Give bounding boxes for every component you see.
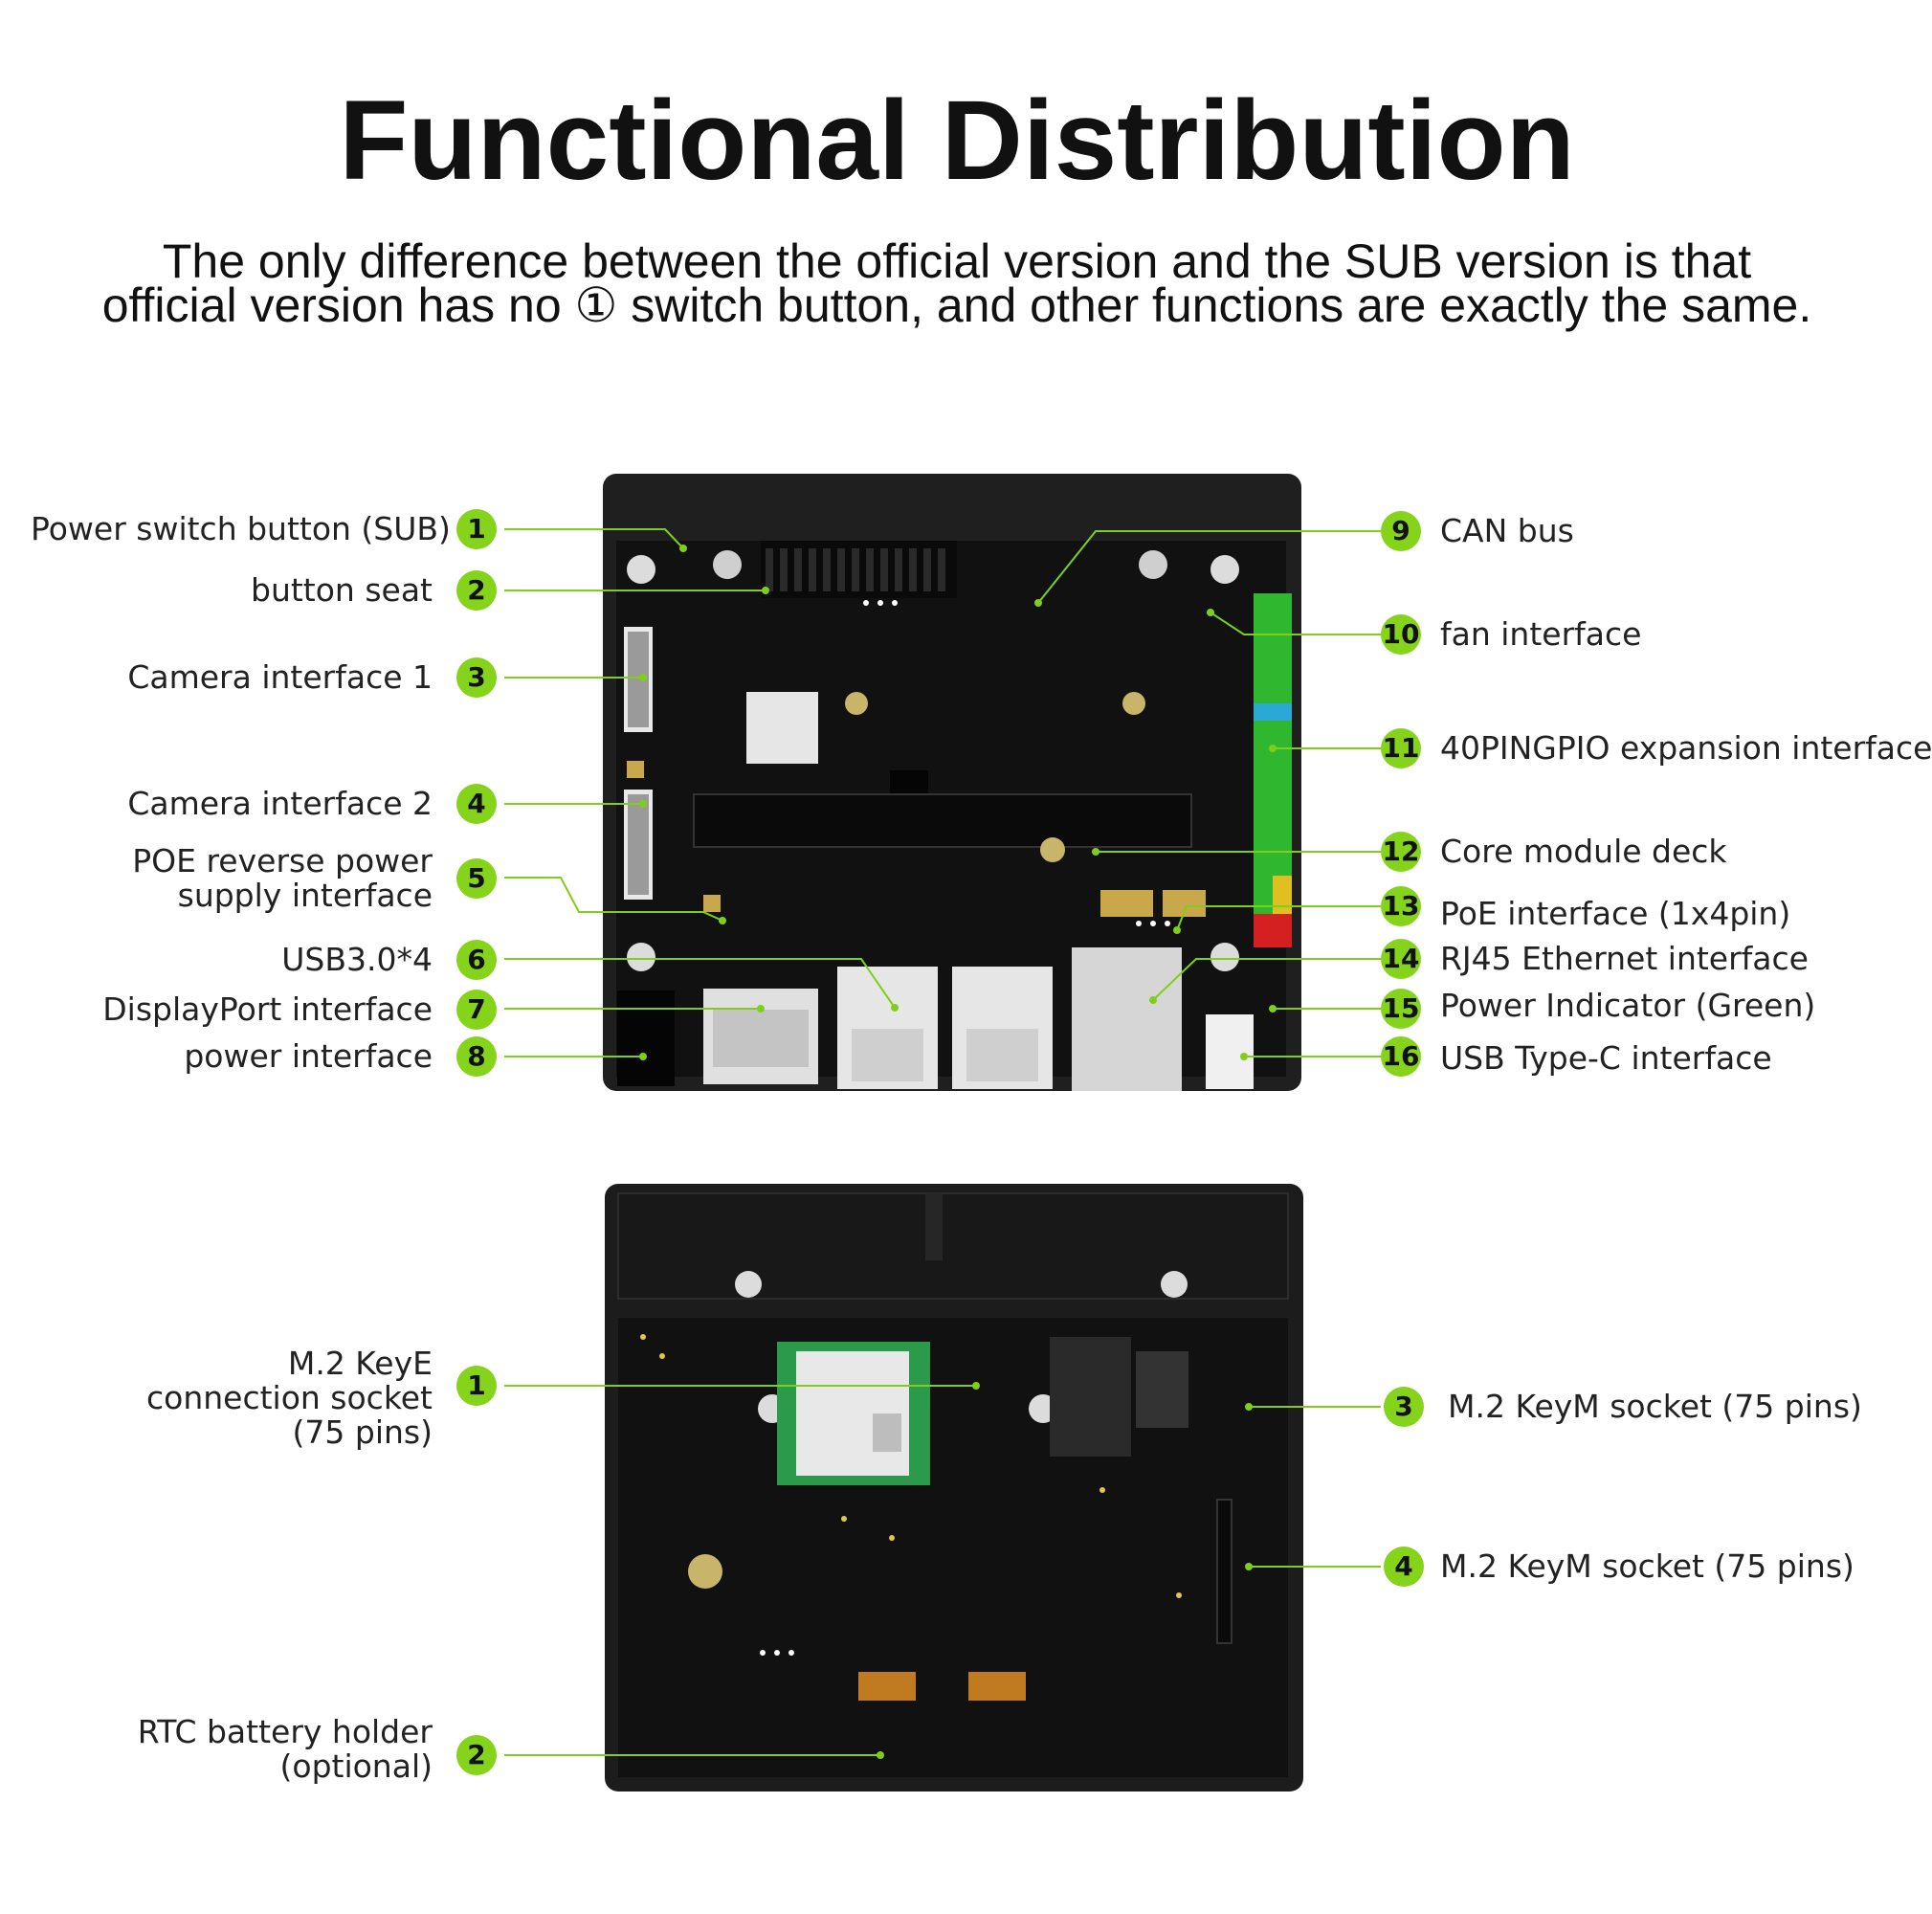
callout-label-usb3: USB3.0*4 bbox=[281, 941, 433, 978]
subtitle: The only difference between the official… bbox=[57, 234, 1856, 332]
callout-label-button-seat: button seat bbox=[251, 571, 433, 609]
callout-label-camera-1: Camera interface 1 bbox=[127, 658, 433, 696]
callout-label-poe-reverse: POE reverse power supply interface bbox=[132, 842, 433, 914]
callout-label-power-indicator: Power Indicator (Green) bbox=[1440, 987, 1816, 1024]
callout-label-displayport: DisplayPort interface bbox=[102, 990, 433, 1028]
subtitle-line-2: official version has no ① switch button,… bbox=[101, 278, 1812, 332]
callout-badge-bottom-1: 1 bbox=[456, 1366, 497, 1406]
bottom-board-illustration bbox=[605, 1184, 1303, 1792]
callout-badge-13: 13 bbox=[1381, 886, 1421, 926]
callout-label-rj45: RJ45 Ethernet interface bbox=[1440, 940, 1809, 977]
callout-badge-11: 11 bbox=[1381, 728, 1421, 768]
callout-badge-9: 9 bbox=[1381, 511, 1421, 551]
callout-badge-1: 1 bbox=[456, 509, 497, 549]
callout-badge-10: 10 bbox=[1381, 614, 1421, 655]
callout-badge-6: 6 bbox=[456, 940, 497, 980]
callout-badge-bottom-4: 4 bbox=[1384, 1547, 1424, 1587]
callout-badge-8: 8 bbox=[456, 1036, 497, 1077]
callout-badge-15: 15 bbox=[1381, 989, 1421, 1029]
subtitle-line-1: The only difference between the official… bbox=[162, 234, 1752, 288]
callout-badge-14: 14 bbox=[1381, 939, 1421, 979]
callout-label-rtc-battery: RTC battery holder (optional) bbox=[137, 1713, 433, 1785]
callout-badge-2: 2 bbox=[456, 570, 497, 611]
callout-label-fan: fan interface bbox=[1440, 615, 1642, 653]
callout-label-poe-interface: PoE interface (1x4pin) bbox=[1440, 895, 1791, 932]
callout-badge-16: 16 bbox=[1381, 1036, 1421, 1077]
callout-badge-bottom-2: 2 bbox=[456, 1735, 497, 1775]
callout-badge-3: 3 bbox=[456, 657, 497, 698]
callout-badge-12: 12 bbox=[1381, 832, 1421, 872]
top-board-illustration bbox=[603, 474, 1301, 1091]
callout-label-usb-typec: USB Type-C interface bbox=[1440, 1039, 1772, 1077]
callout-label-m2-keye: M.2 KeyE connection socket (75 pins) bbox=[145, 1345, 433, 1451]
callout-label-core-module: Core module deck bbox=[1440, 833, 1727, 870]
callout-label-m2-keym-1: M.2 KeyM socket (75 pins) bbox=[1448, 1388, 1862, 1425]
callout-label-can-bus: CAN bus bbox=[1440, 512, 1574, 549]
callout-label-power-switch: Power switch button (SUB) bbox=[31, 510, 451, 547]
callout-badge-bottom-3: 3 bbox=[1384, 1387, 1424, 1427]
callout-label-m2-keym-2: M.2 KeyM socket (75 pins) bbox=[1440, 1547, 1854, 1585]
callout-label-gpio: 40PINGPIO expansion interface bbox=[1440, 729, 1932, 767]
page-title: Functional Distribution bbox=[339, 78, 1575, 204]
callout-badge-4: 4 bbox=[456, 784, 497, 824]
callout-badge-7: 7 bbox=[456, 990, 497, 1030]
callout-label-power-interface: power interface bbox=[184, 1037, 433, 1075]
callout-label-camera-2: Camera interface 2 bbox=[127, 785, 433, 822]
callout-badge-5: 5 bbox=[456, 858, 497, 899]
